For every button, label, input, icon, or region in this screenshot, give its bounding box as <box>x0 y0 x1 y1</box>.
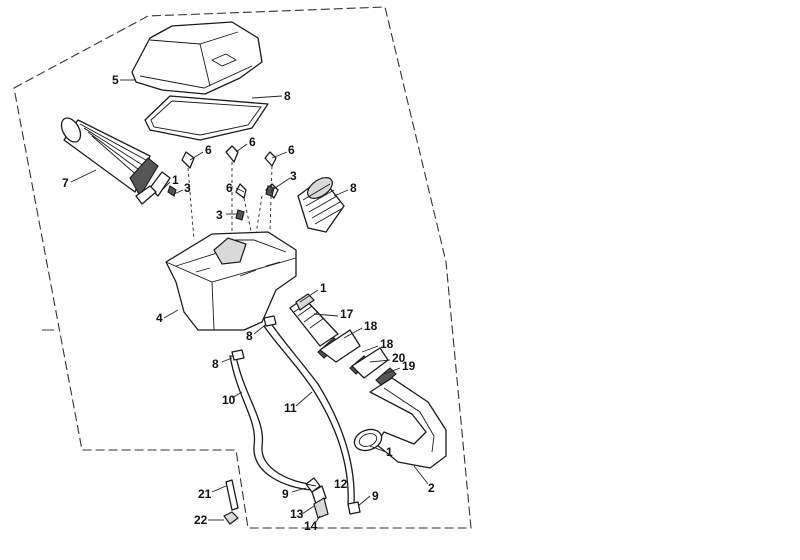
callout-15: 8 <box>284 89 291 103</box>
callout-6-center: 6 <box>249 135 256 149</box>
callout-11: 12 <box>334 477 348 491</box>
intake-duct-part[interactable] <box>351 377 447 469</box>
callout-18-upper: 18 <box>380 337 394 351</box>
callout-1-duct: 1 <box>386 445 393 459</box>
callout-6-left: 6 <box>205 143 212 157</box>
callout-10: 11 <box>284 401 297 415</box>
assembly-boundary <box>13 6 472 529</box>
airbox-cover-part[interactable] <box>131 21 263 95</box>
callout-3-lower: 3 <box>216 208 223 222</box>
callout-3-right: 3 <box>290 169 297 183</box>
coupler-clamp-part[interactable] <box>317 329 397 387</box>
callout-labels: 5 8 7 1 3 6 6 6 6 3 3 8 4 1 17 18 18 20 … <box>62 73 435 533</box>
callout-1-coupler: 1 <box>320 281 327 295</box>
callout-9: 10 <box>222 393 236 407</box>
intake-tube-coupler-part[interactable] <box>289 293 339 347</box>
callout-2: 2 <box>428 481 435 495</box>
callout-19: 20 <box>392 351 406 365</box>
airbox-housing-part[interactable] <box>165 231 297 331</box>
callout-6-lower: 6 <box>226 181 233 195</box>
callout-20: 21 <box>198 487 212 501</box>
callout-8-left: 8 <box>212 357 219 371</box>
leader-lines <box>42 79 429 523</box>
callout-7: 8 <box>350 181 357 195</box>
cover-gasket-part[interactable] <box>144 95 269 141</box>
callout-4: 4 <box>156 311 163 325</box>
callout-14: 7 <box>62 176 69 190</box>
callout-21: 22 <box>194 513 208 527</box>
air-filter-element-part[interactable] <box>58 115 159 198</box>
callout-6-right: 6 <box>288 143 295 157</box>
mounting-bolt-part[interactable] <box>223 479 239 525</box>
callout-13: 14 <box>304 519 318 533</box>
callout-17: 18 <box>364 319 378 333</box>
hose-clamp-part[interactable] <box>135 185 157 205</box>
callout-8-bottom-left: 9 <box>282 487 289 501</box>
intake-boot-part[interactable] <box>297 173 345 233</box>
clip-dash-lines <box>187 162 273 241</box>
callout-1-filter: 1 <box>172 173 179 187</box>
callout-3-filter: 3 <box>184 181 191 195</box>
callout-12: 13 <box>290 507 304 521</box>
callout-8-bottom-right: 9 <box>372 489 379 503</box>
callout-5: 5 <box>112 73 119 87</box>
callout-8-upper: 8 <box>246 329 253 343</box>
drain-hose-part[interactable] <box>229 355 313 491</box>
drain-fitting-part[interactable] <box>231 315 361 519</box>
callout-16: 17 <box>340 307 354 321</box>
callout-18-lower: 19 <box>402 359 416 373</box>
